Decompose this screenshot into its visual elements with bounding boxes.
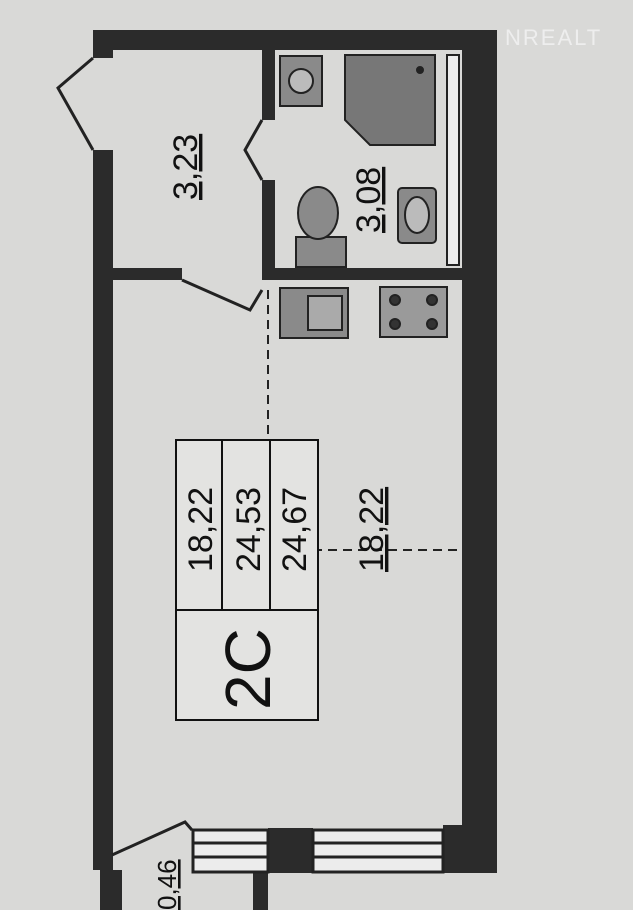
apartment-type: 2C xyxy=(212,628,284,710)
bathroom-area-label: 3,08 xyxy=(350,167,388,233)
balcony-area-label: 0,46 xyxy=(152,859,182,910)
window-main xyxy=(311,828,445,874)
summary-total: 24,53 xyxy=(230,487,268,572)
bath-wall xyxy=(262,50,275,120)
walls xyxy=(93,30,497,910)
summary-table xyxy=(175,439,319,721)
bottom-wall-right xyxy=(443,825,497,873)
balcony-wall-right xyxy=(253,870,268,910)
left-wall-top xyxy=(93,30,113,58)
right-wall xyxy=(462,30,497,870)
hall-area-label: 3,23 xyxy=(167,134,205,200)
hall-wall-right xyxy=(262,268,462,280)
window-left xyxy=(191,828,270,874)
bath-wall-lower xyxy=(262,180,275,270)
entry-door xyxy=(56,56,95,151)
summary-total-balcony: 24,67 xyxy=(276,487,314,572)
hall-wall-left xyxy=(112,268,182,280)
fixtures xyxy=(279,54,448,339)
toilet-icon xyxy=(297,186,339,240)
summary-living: 18,22 xyxy=(182,487,220,572)
stove-icon xyxy=(379,286,448,338)
top-wall xyxy=(93,30,497,50)
window-pier xyxy=(268,828,313,873)
watermark: NREALT xyxy=(505,25,602,50)
living-area-label: 18,22 xyxy=(353,487,391,572)
hall-door xyxy=(181,278,264,312)
balcony-wall-left xyxy=(100,870,122,910)
shower-icon xyxy=(344,54,436,146)
left-wall xyxy=(93,150,113,870)
toilet-tank-icon xyxy=(295,236,347,268)
doors xyxy=(56,56,264,857)
balcony-door xyxy=(111,820,194,857)
window-right xyxy=(446,54,460,266)
bath-door xyxy=(243,119,264,181)
bottom-windows xyxy=(191,828,445,874)
